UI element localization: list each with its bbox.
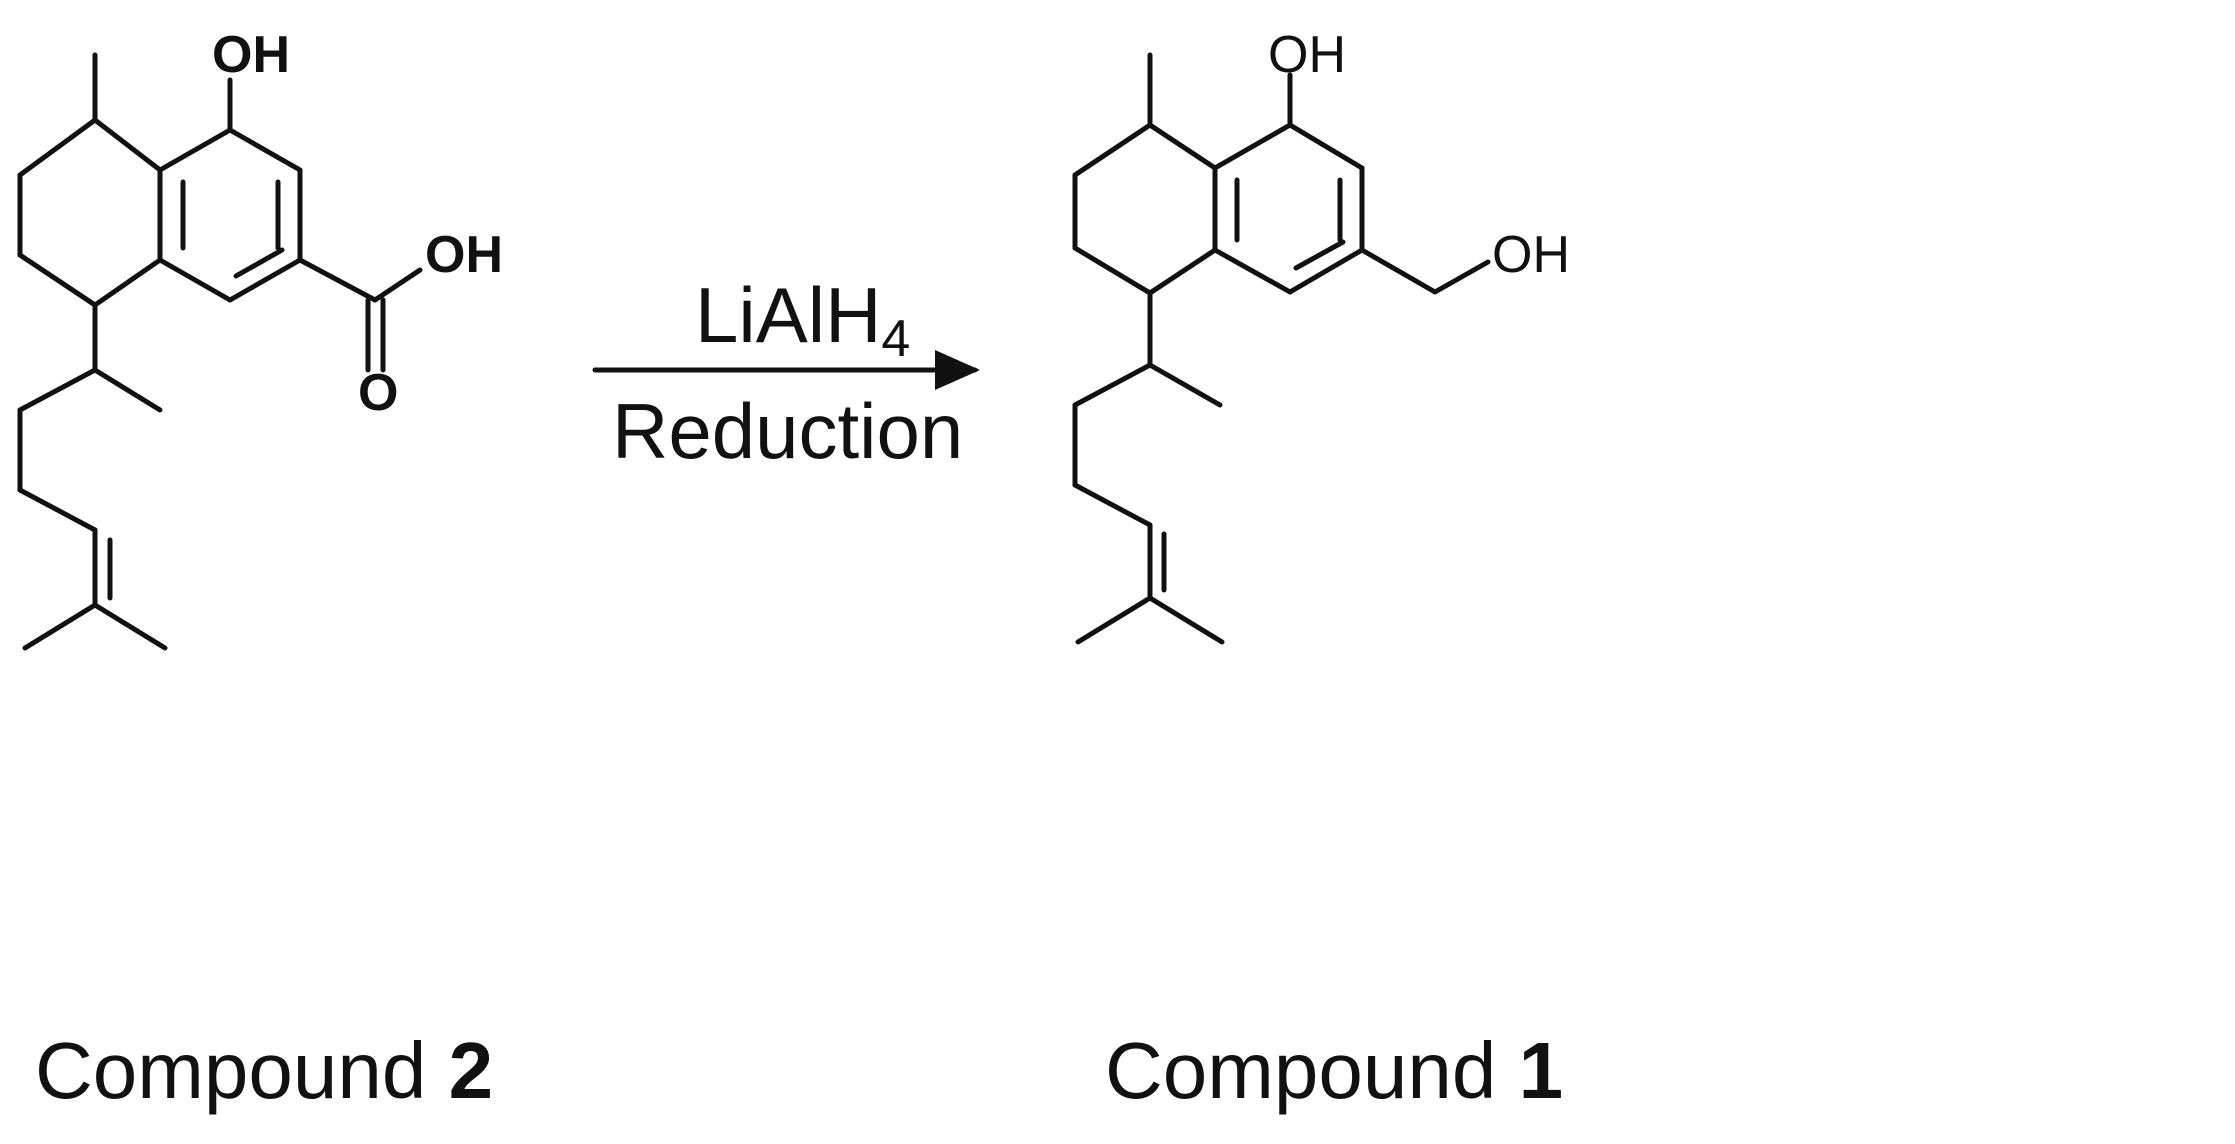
compound-1-caption-prefix: Compound [1105, 1026, 1519, 1115]
compound-2-oh-acid-label: OH [425, 226, 503, 284]
compound-2-caption: Compound 2 [35, 1026, 493, 1115]
reaction-arrow-group: LiAlH4 Reduction [592, 271, 980, 475]
compound-1-oh-top-label: OH [1268, 26, 1346, 84]
compound-1-oh-alcohol-label: OH [1492, 226, 1570, 284]
compound-2-caption-prefix: Compound [35, 1026, 449, 1115]
compound-1-bonds [1072, 52, 1491, 645]
compound-2-oh-top-label: OH [212, 26, 290, 84]
compound-1-structure: OH OH [1072, 26, 1570, 645]
reagent-main: LiAlH [695, 271, 881, 359]
condition-label: Reduction [612, 387, 963, 475]
compound-2-caption-number: 2 [449, 1026, 494, 1115]
compound-1-caption-number: 1 [1519, 1026, 1564, 1115]
compound-1-caption: Compound 1 [1105, 1026, 1563, 1115]
compound-2-carbonyl-o-label: O [358, 364, 398, 422]
compound-2-bonds [17, 52, 423, 651]
compound-2-structure: OH OH O [17, 26, 503, 651]
reagent-subscript: 4 [881, 310, 910, 368]
reagent-label: LiAlH4 [695, 271, 910, 368]
